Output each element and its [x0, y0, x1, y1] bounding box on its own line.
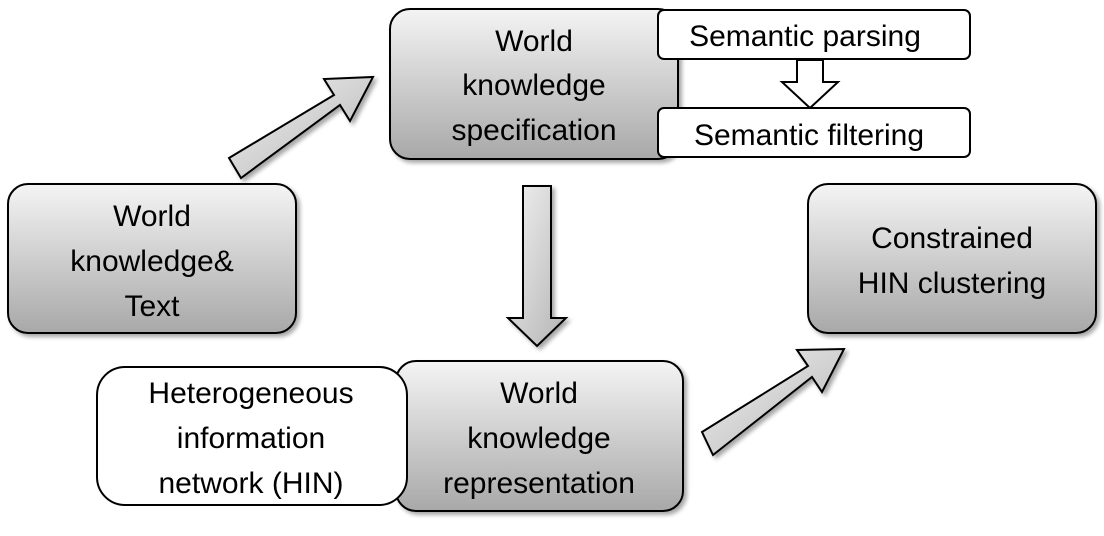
node-label: knowledge — [467, 422, 610, 455]
arrow-text-to-specification — [227, 75, 375, 180]
node-constrained-hin-clustering: Constrained HIN clustering — [807, 183, 1097, 334]
node-label: Text — [124, 290, 180, 323]
node-label: network (HIN) — [158, 467, 343, 500]
node-label: HIN clustering — [858, 267, 1046, 300]
node-label: Semantic parsing — [689, 20, 921, 53]
node-semantic-filtering: Semantic filtering — [657, 107, 971, 158]
node-label: World — [500, 377, 578, 410]
arrow-specification-to-representation — [505, 185, 569, 348]
node-label: Heterogeneous — [148, 377, 353, 410]
node-label: knowledge — [462, 69, 605, 102]
arrow-representation-to-clustering — [700, 347, 846, 457]
node-label: specification — [451, 114, 616, 147]
node-world-knowledge-text: World knowledge& Text — [7, 183, 297, 334]
node-label: representation — [443, 467, 635, 500]
node-world-knowledge-specification: World knowledge specification — [389, 8, 679, 160]
node-label: Constrained — [871, 222, 1033, 255]
arrow-parsing-to-filtering — [779, 59, 841, 110]
node-label: World — [113, 200, 191, 233]
node-label: World — [495, 25, 573, 58]
node-label: Semantic filtering — [694, 119, 924, 152]
node-heterogeneous-information-network: Heterogeneous information network (HIN) — [96, 366, 408, 506]
node-label: knowledge& — [70, 245, 233, 278]
node-world-knowledge-representation: World knowledge representation — [395, 360, 684, 512]
node-semantic-parsing: Semantic parsing — [657, 9, 971, 60]
node-label: information — [177, 422, 325, 455]
